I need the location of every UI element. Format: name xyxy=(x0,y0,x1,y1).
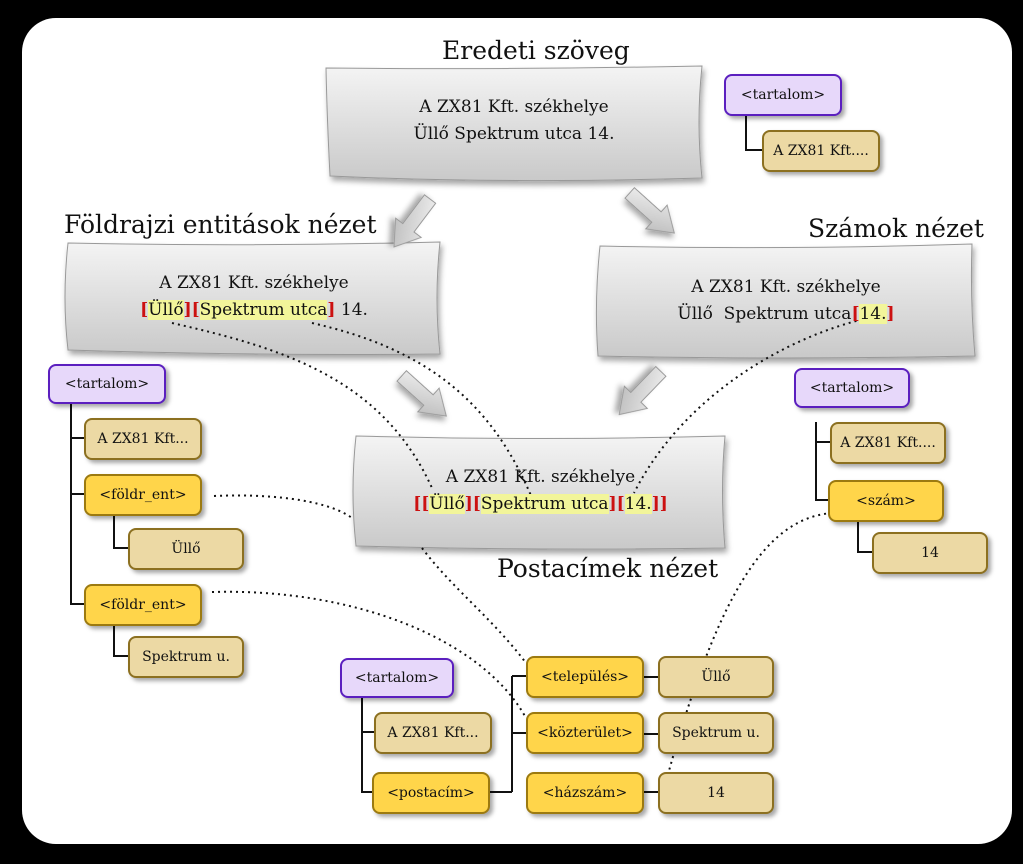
heading-original: Eredeti szöveg xyxy=(442,36,630,65)
diagram-shapes xyxy=(64,65,976,793)
address-street-close-bracket: ] xyxy=(608,494,617,514)
paper-address-text: A ZX81 Kft. székhelye [[Üllő][Spektrum u… xyxy=(356,464,725,518)
tree-line-geo-ent2 xyxy=(113,624,128,657)
dot-geo-street-to-address xyxy=(311,322,535,504)
address-tree-house-leaf: 14 xyxy=(658,772,774,814)
geo-town-open-bracket: [ xyxy=(140,300,149,320)
address-line2: [[Üllő][Spektrum utca][14.]] xyxy=(356,491,725,518)
address-tree-hazszam: <házszám> xyxy=(526,772,644,814)
geo-number-text: 14. xyxy=(340,300,368,320)
address-tree-text-leaf: A ZX81 Kft... xyxy=(374,712,492,754)
tree-line-numbers-num xyxy=(857,518,872,553)
geo-line2: [Üllő][Spektrum utca] 14. xyxy=(68,297,440,324)
address-outer-open-bracket: [ xyxy=(413,494,422,514)
tree-line-address-postal xyxy=(482,675,526,793)
geo-street-close-bracket: ] xyxy=(327,300,336,320)
dot-foldrent1-to-address xyxy=(213,494,353,519)
numbers-line1: A ZX81 Kft. székhelye xyxy=(691,277,881,297)
geo-town-close-bracket: ] xyxy=(183,300,192,320)
numbers-tree-szam-leaf: 14 xyxy=(872,532,988,574)
diagram-canvas: Eredeti szöveg Földrajzi entitások nézet… xyxy=(22,18,1012,844)
paper-address xyxy=(352,435,726,550)
numbers-town-text: Üllő xyxy=(677,304,713,324)
paper-numbers-text: A ZX81 Kft. székhelye Üllő Spektrum utca… xyxy=(600,274,972,328)
arrow-original-to-numbers xyxy=(624,187,675,234)
address-number-entity: 14. xyxy=(624,494,652,514)
numbers-close-bracket: ] xyxy=(886,304,895,324)
geo-street-entity: Spektrum utca xyxy=(199,300,328,320)
tree-line-original xyxy=(745,112,762,151)
heading-numbers-view: Számok nézet xyxy=(808,214,984,243)
address-tree-town-leaf: Üllő xyxy=(658,656,774,698)
dot-foldrent2-to-kozterulet xyxy=(211,590,527,719)
address-town-open-bracket: [ xyxy=(421,494,430,514)
numbers-tree-text-leaf: A ZX81 Kft.... xyxy=(830,422,946,464)
geo-tree-root: <tartalom> xyxy=(48,364,166,404)
tree-line-address-leaves xyxy=(644,676,658,793)
arrow-geo-to-address xyxy=(396,370,447,417)
geo-town-entity: Üllő xyxy=(148,300,184,320)
arrow-original-to-geo xyxy=(393,194,437,248)
address-tree-street-leaf: Spektrum u. xyxy=(658,712,774,754)
tree-line-geo-ent1 xyxy=(113,514,128,549)
numbers-tree-szam: <szám> xyxy=(828,480,944,522)
paper-original-text: A ZX81 Kft. székhelye Üllő Spektrum utca… xyxy=(326,94,702,148)
original-line2: Üllő Spektrum utca 14. xyxy=(413,124,615,144)
dotted-links xyxy=(171,317,869,779)
original-line1: A ZX81 Kft. székhelye xyxy=(419,97,609,117)
paper-numbers xyxy=(595,243,976,359)
numbers-open-bracket: [ xyxy=(851,304,860,324)
original-tree-text-leaf: A ZX81 Kft.... xyxy=(762,130,880,172)
paper-geo-text: A ZX81 Kft. székhelye [Üllő][Spektrum ut… xyxy=(68,270,440,324)
address-tree-telepules: <település> xyxy=(526,656,644,698)
address-street-entity: Spektrum utca xyxy=(480,494,609,514)
address-tree-root: <tartalom> xyxy=(340,658,454,698)
address-number-close-bracket: ] xyxy=(651,494,660,514)
geo-tree-ent1-leaf: Üllő xyxy=(128,528,244,570)
geo-tree-ent2-leaf: Spektrum u. xyxy=(128,636,244,678)
numbers-tree-root: <tartalom> xyxy=(794,368,910,408)
tree-line-geo-main xyxy=(70,399,84,605)
numbers-entity: 14. xyxy=(859,304,887,324)
geo-street-open-bracket: [ xyxy=(191,300,200,320)
address-street-open-bracket: [ xyxy=(472,494,481,514)
dot-numbers-to-address xyxy=(633,317,869,494)
address-outer-close-bracket: ] xyxy=(659,494,668,514)
address-line1: A ZX81 Kft. székhelye xyxy=(445,467,636,487)
paper-original xyxy=(325,65,703,182)
heading-geo-view: Földrajzi entitások nézet xyxy=(64,210,377,239)
numbers-line2: Üllő Spektrum utca[14.] xyxy=(600,301,972,328)
arrow-numbers-to-address xyxy=(618,365,667,416)
geo-tree-foldr-ent-2: <földr_ent> xyxy=(84,584,202,626)
tree-line-address-main xyxy=(361,696,374,793)
heading-address-view: Postacímek nézet xyxy=(497,554,719,583)
tree-line-numbers-main xyxy=(815,422,830,501)
numbers-street-text: Spektrum utca xyxy=(723,304,852,324)
geo-tree-text-leaf: A ZX81 Kft... xyxy=(84,418,202,460)
dot-geo-town-to-address xyxy=(171,322,433,489)
paper-geo xyxy=(64,241,441,355)
address-town-close-bracket: ] xyxy=(464,494,473,514)
address-town-entity: Üllő xyxy=(429,494,465,514)
original-tree-root: <tartalom> xyxy=(724,74,842,116)
address-tree-postacim: <postacím> xyxy=(372,772,490,814)
geo-tree-foldr-ent-1: <földr_ent> xyxy=(84,474,202,516)
address-number-open-bracket: [ xyxy=(616,494,625,514)
geo-line1: A ZX81 Kft. székhelye xyxy=(159,273,349,293)
address-tree-kozterulet: <közterület> xyxy=(526,712,644,754)
